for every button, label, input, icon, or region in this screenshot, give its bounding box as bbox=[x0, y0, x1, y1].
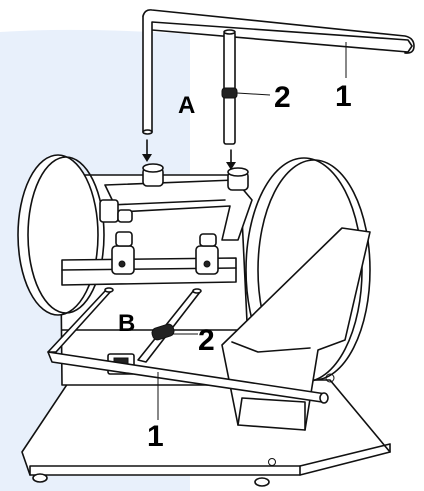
upper-bar-holder bbox=[99, 163, 253, 241]
upper-universal-support bbox=[142, 9, 415, 135]
leader-lines bbox=[157, 42, 347, 420]
label-top-2: 2 bbox=[274, 81, 291, 114]
insert-arrows bbox=[142, 139, 236, 170]
label-B: B bbox=[118, 310, 135, 337]
label-top-1: 1 bbox=[335, 80, 352, 113]
label-bottom-1: 1 bbox=[147, 420, 164, 453]
upper-micro-adjust bbox=[221, 29, 238, 145]
label-bottom-2: 2 bbox=[198, 324, 215, 357]
water-trough bbox=[221, 227, 371, 431]
label-A: A bbox=[178, 92, 195, 119]
lower-micro-adjust bbox=[151, 323, 175, 341]
lower-bar-holder bbox=[61, 231, 237, 286]
base-plate bbox=[21, 373, 391, 487]
